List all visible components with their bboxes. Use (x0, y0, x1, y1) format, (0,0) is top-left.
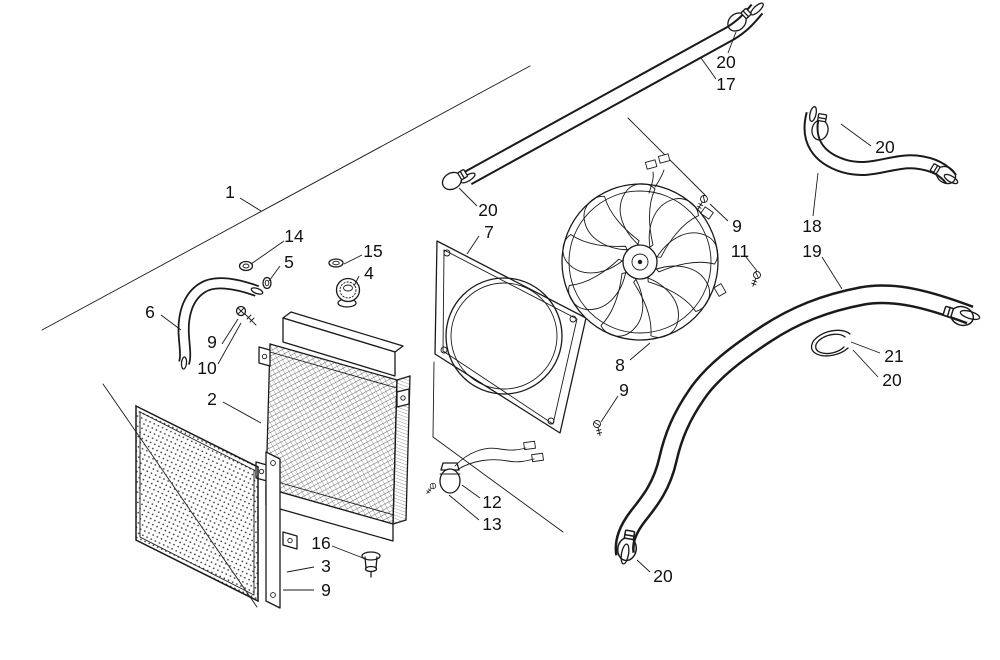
callout-label-10: 10 (197, 358, 217, 378)
callout-label-12: 12 (482, 492, 501, 512)
leader-line-20 (840, 123, 872, 147)
drain-plug (361, 551, 381, 578)
leader-line-20 (727, 31, 737, 54)
leader-lines (160, 31, 881, 591)
leader-line-20 (458, 187, 478, 207)
leader-line-4 (353, 275, 360, 287)
callout-label-15: 15 (363, 241, 382, 261)
callout-label-20: 20 (716, 52, 736, 72)
callout-label-11: 11 (731, 241, 749, 261)
leader-line-17 (700, 57, 717, 80)
lower-radiator-hose (614, 284, 981, 565)
callout-label-14: 14 (284, 226, 304, 246)
callout-labels: 1145154207691028991120172018192120121316… (145, 52, 904, 600)
cooling-fan (558, 153, 727, 343)
callout-label-20: 20 (478, 200, 498, 220)
leader-line-9 (600, 395, 619, 423)
callout-label-6: 6 (145, 302, 155, 322)
spring-clip (810, 329, 851, 357)
callout-label-5: 5 (284, 252, 294, 272)
leader-line-19 (821, 256, 843, 290)
callout-label-9: 9 (732, 216, 742, 236)
small-hardware (235, 260, 272, 326)
fan-wiring (644, 153, 671, 194)
bolt (235, 305, 257, 326)
callout-label-20: 20 (882, 370, 902, 390)
leader-line-8 (629, 342, 651, 361)
leader-line-13 (448, 494, 480, 521)
leader-line-20 (852, 349, 879, 378)
leader-line-11 (745, 256, 758, 272)
leader-line-15 (343, 254, 363, 265)
overflow-hose (177, 277, 264, 370)
leader-line-6 (160, 314, 182, 331)
leader-line-18 (812, 172, 819, 217)
callout-label-9: 9 (207, 332, 217, 352)
callout-label-20: 20 (875, 137, 895, 157)
leader-line-14 (250, 240, 285, 265)
leader-line-9 (709, 203, 729, 222)
callout-label-18: 18 (802, 216, 821, 236)
leader-line-21 (850, 341, 881, 354)
callout-label-2: 2 (207, 389, 217, 409)
callout-label-20: 20 (653, 566, 673, 586)
callout-label-8: 8 (615, 355, 625, 375)
filler-washer (328, 258, 344, 268)
screen-frame (265, 451, 281, 609)
callout-label-13: 13 (482, 514, 501, 534)
leader-line-12 (461, 484, 481, 499)
leader-line-9 (221, 318, 239, 345)
leader-line-1 (239, 197, 262, 212)
callout-label-9: 9 (619, 380, 629, 400)
callout-label-19: 19 (802, 241, 821, 261)
callout-label-3: 3 (321, 556, 331, 576)
radiator (255, 258, 411, 578)
callout-label-21: 21 (884, 346, 903, 366)
mesh-screen (135, 404, 281, 609)
callout-label-17: 17 (716, 74, 735, 94)
temp-sensor (439, 440, 544, 494)
upper-radiator-hose (460, 2, 764, 186)
leader-line-10 (217, 322, 242, 365)
leader-line-2 (222, 401, 262, 424)
leader-line-16 (331, 545, 364, 559)
leader-line-3 (286, 566, 315, 573)
leader-line-20 (636, 559, 651, 573)
leader-line-7 (466, 235, 480, 255)
leader-line-5 (268, 265, 281, 282)
fan-shroud (434, 240, 587, 434)
callout-label-16: 16 (311, 533, 330, 553)
washer (238, 260, 254, 272)
callout-label-7: 7 (484, 222, 494, 242)
callout-label-4: 4 (364, 263, 374, 283)
callout-label-1: 1 (225, 182, 235, 202)
pressure-cap (335, 277, 361, 303)
callout-label-9: 9 (321, 580, 331, 600)
